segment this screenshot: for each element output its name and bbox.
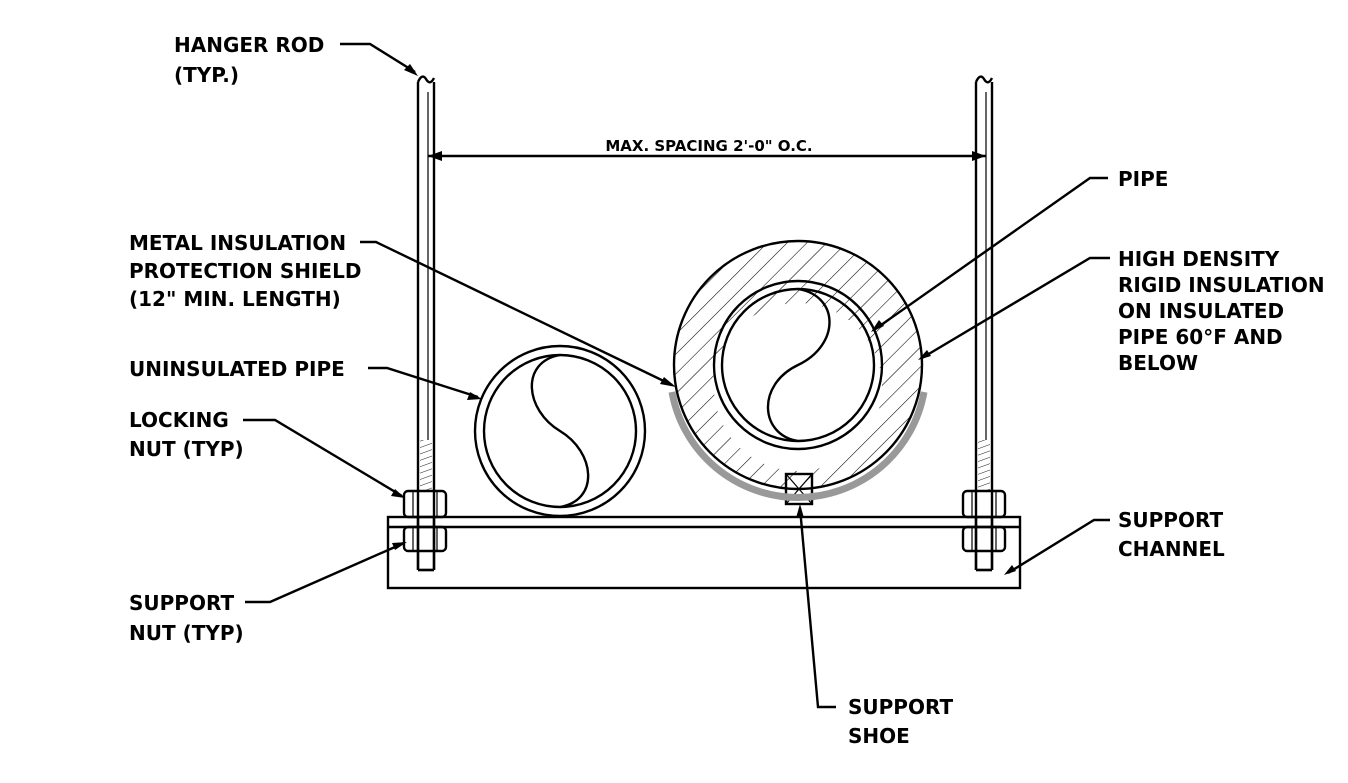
svg-text:UNINSULATED PIPE: UNINSULATED PIPE <box>129 357 345 381</box>
label-pipe: PIPE <box>1118 167 1168 191</box>
hanger-rod-left <box>416 75 436 572</box>
svg-text:(TYP.): (TYP.) <box>174 63 239 87</box>
svg-text:CHANNEL: CHANNEL <box>1118 537 1225 561</box>
leader-lines <box>243 42 1110 709</box>
svg-text:SUPPORT: SUPPORT <box>1118 508 1223 532</box>
support-channel <box>386 515 1022 590</box>
label-locking-nut: LOCKING NUT (TYP) <box>129 408 244 461</box>
spacing-label: MAX. SPACING 2'-0" O.C. <box>605 137 812 155</box>
locking-nut-right <box>961 489 1007 519</box>
svg-text:LOCKING: LOCKING <box>129 408 229 432</box>
insulation-shield <box>668 391 928 501</box>
svg-text:BELOW: BELOW <box>1118 351 1198 375</box>
insulated-pipe <box>672 239 924 491</box>
svg-text:PIPE: PIPE <box>1118 167 1168 191</box>
label-hanger-rod: HANGER ROD (TYP.) <box>174 33 324 87</box>
locking-nut-left <box>402 489 448 519</box>
svg-text:NUT (TYP): NUT (TYP) <box>129 437 244 461</box>
label-support-nut: SUPPORT NUT (TYP) <box>129 591 244 645</box>
svg-text:RIGID INSULATION: RIGID INSULATION <box>1118 273 1325 297</box>
support-nut-right <box>961 525 1007 553</box>
spacing-dimension: MAX. SPACING 2'-0" O.C. <box>428 134 986 161</box>
svg-text:HANGER ROD: HANGER ROD <box>174 33 324 57</box>
svg-text:SHOE: SHOE <box>848 724 910 748</box>
svg-text:ON INSULATED: ON INSULATED <box>1118 299 1284 323</box>
support-nut-left <box>402 525 448 553</box>
label-shield: METAL INSULATION PROTECTION SHIELD (12" … <box>129 231 361 311</box>
label-uninsulated-pipe: UNINSULATED PIPE <box>129 357 345 381</box>
svg-text:HIGH DENSITY: HIGH DENSITY <box>1118 247 1280 271</box>
svg-text:NUT (TYP): NUT (TYP) <box>129 621 244 645</box>
svg-text:PROTECTION SHIELD: PROTECTION SHIELD <box>129 259 361 283</box>
svg-text:PIPE 60°F AND: PIPE 60°F AND <box>1118 325 1283 349</box>
label-support-shoe: SUPPORT SHOE <box>848 695 953 748</box>
svg-text:METAL INSULATION: METAL INSULATION <box>129 231 346 255</box>
svg-text:(12" MIN. LENGTH): (12" MIN. LENGTH) <box>129 287 341 311</box>
svg-text:SUPPORT: SUPPORT <box>129 591 234 615</box>
svg-text:SUPPORT: SUPPORT <box>848 695 953 719</box>
label-insulation: HIGH DENSITY RIGID INSULATION ON INSULAT… <box>1118 247 1325 375</box>
uninsulated-pipe <box>473 344 647 518</box>
label-support-channel: SUPPORT CHANNEL <box>1118 508 1225 561</box>
